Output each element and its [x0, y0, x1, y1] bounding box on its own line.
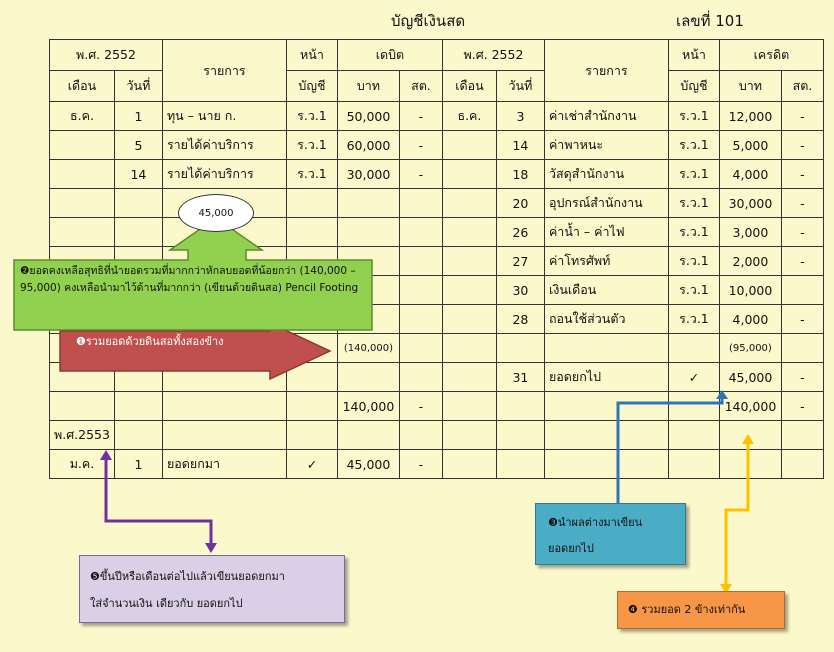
- green-callout-shape: [13, 217, 373, 331]
- table-row: 140,000-140,000-: [49, 391, 824, 421]
- cell-item-right: วัสดุสำนักงาน: [543, 159, 669, 189]
- cell-ref-left: [285, 217, 338, 247]
- year-header-right: พ.ศ. 2552: [441, 39, 545, 71]
- note-3-text-line1: ❸นำผลต่างมาเขียน: [548, 516, 643, 529]
- month-header-right: เดือน: [441, 70, 497, 102]
- ref-header-right-2: บัญชี: [667, 70, 720, 102]
- cell-satang-right: -: [780, 246, 824, 276]
- cell-ref-left: ร.ว.1: [285, 101, 338, 131]
- cell-ref-left: [285, 420, 338, 450]
- cell-month-right: ธ.ค.: [441, 101, 497, 131]
- cell-day-left: [113, 420, 163, 450]
- cell-day-right: 27: [495, 246, 545, 276]
- page-title: บัญชีเงินสด: [391, 12, 466, 30]
- cell-item-right: ค่าโทรศัพท์: [543, 246, 669, 276]
- day-header-left: วันที่: [113, 70, 163, 102]
- note-3-text-line2: ยอดยกไป: [548, 542, 594, 555]
- cell-ref-right: ร.ว.1: [667, 130, 720, 160]
- cell-baht-right: 45,000: [718, 362, 782, 392]
- cell-item-right: [543, 391, 669, 421]
- cell-day-right: [495, 420, 545, 450]
- cell-month-right: [441, 130, 497, 160]
- note-5-text-line2: ใส่จำนวนเงิน เดียวกับ ยอดยกไป: [90, 597, 243, 610]
- cell-ref-right: [667, 333, 720, 363]
- cell-month-right: [441, 159, 497, 189]
- cell-month-left: พ.ศ.2553: [49, 420, 115, 450]
- cell-satang-right: [780, 449, 824, 479]
- year-header-left: พ.ศ. 2552: [49, 39, 163, 71]
- cell-ref-right: [667, 391, 720, 421]
- note-2-text: ❷ยอดคงเหลือสุทธิที่นำยอดรวมที่มากกว่าหัก…: [20, 265, 359, 294]
- cell-satang-right: -: [780, 362, 824, 392]
- cell-ref-left: ร.ว.1: [285, 130, 338, 160]
- cell-ref-right: ✓: [667, 362, 720, 392]
- cell-satang-left: [398, 246, 443, 276]
- cell-day-left: 1: [113, 101, 163, 131]
- cell-baht-left: 45,000: [336, 449, 400, 479]
- cell-baht-left: [336, 188, 400, 218]
- debit-header: เดบิต: [336, 39, 443, 71]
- balance-oval-text: 45,000: [198, 207, 234, 219]
- ref-header-right: หน้า: [667, 39, 720, 71]
- cell-day-right: 20: [495, 188, 545, 218]
- cell-baht-right: (95,000): [718, 333, 782, 363]
- cell-item-left: [161, 420, 287, 450]
- cell-day-right: [495, 449, 545, 479]
- baht-header-right: บาท: [718, 70, 782, 102]
- cell-item-left: ยอดยกมา: [161, 449, 287, 479]
- cell-satang-left: -: [398, 449, 443, 479]
- cell-baht-left: 30,000: [336, 159, 400, 189]
- balance-oval: 45,000: [178, 194, 254, 232]
- cell-ref-left: ✓: [285, 449, 338, 479]
- item-header-right: รายการ: [543, 39, 669, 102]
- cell-ref-right: ร.ว.1: [667, 217, 720, 247]
- cell-month-right: [441, 449, 497, 479]
- cell-ref-left: [285, 391, 338, 421]
- cell-satang-left: [398, 217, 443, 247]
- cell-baht-right: 2,000: [718, 246, 782, 276]
- cell-satang-left: [398, 362, 443, 392]
- cell-satang-left: [398, 304, 443, 334]
- cell-day-right: 30: [495, 275, 545, 305]
- cell-item-right: ค่าเช่าสำนักงาน: [543, 101, 669, 131]
- cell-satang-left: [398, 188, 443, 218]
- cell-item-left: ทุน – นาย ก.: [161, 101, 287, 131]
- cell-ref-right: ร.ว.1: [667, 246, 720, 276]
- cell-satang-right: -: [780, 188, 824, 218]
- cell-satang-left: -: [398, 159, 443, 189]
- cell-satang-right: [780, 420, 824, 450]
- cell-baht-right: [718, 449, 782, 479]
- note-1-text: ❶รวมยอดด้วยดินสอทั้งสองข้าง: [76, 335, 224, 348]
- account-number: เลขที่ 101: [676, 12, 744, 30]
- cell-day-left: 1: [113, 449, 163, 479]
- note-5-box: ❺ขึ้นปีหรือเดือนต่อไปแล้วเขียนยอดยกมา ใส…: [79, 555, 345, 623]
- cell-ref-right: ร.ว.1: [667, 188, 720, 218]
- cell-baht-right: 30,000: [718, 188, 782, 218]
- credit-header: เครดิต: [718, 39, 824, 71]
- note-4-box: ❹ รวมยอด 2 ข้างเท่ากัน: [617, 591, 785, 629]
- cell-baht-right: 4,000: [718, 159, 782, 189]
- cell-ref-right: ร.ว.1: [667, 275, 720, 305]
- satang-header-left: สต.: [398, 70, 443, 102]
- note-5-text-line1: ❺ขึ้นปีหรือเดือนต่อไปแล้วเขียนยอดยกมา: [90, 570, 285, 583]
- satang-header-right: สต.: [780, 70, 824, 102]
- cell-ref-right: ร.ว.1: [667, 159, 720, 189]
- cell-satang-right: -: [780, 130, 824, 160]
- ref-header-left: หน้า: [285, 39, 338, 71]
- cell-day-right: 31: [495, 362, 545, 392]
- cell-month-left: [49, 130, 115, 160]
- note-3-box: ❸นำผลต่างมาเขียน ยอดยกไป: [535, 503, 686, 565]
- note-4-text: ❹ รวมยอด 2 ข้างเท่ากัน: [628, 603, 746, 616]
